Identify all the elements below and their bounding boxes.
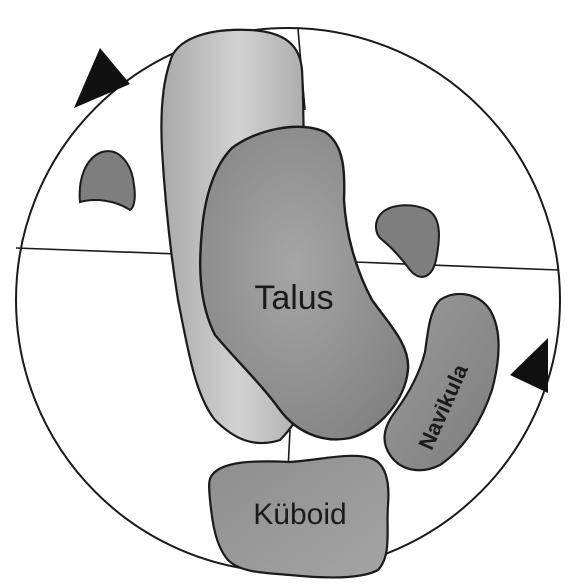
rotation-arrow-icon-right (510, 338, 548, 393)
talus-label: Talus (254, 279, 333, 317)
right-fragment (376, 205, 439, 277)
kuboid-label: Küboid (253, 498, 346, 531)
upper-left-fragment (80, 151, 135, 210)
rotation-arrow-icon-top-left (74, 48, 130, 108)
horizontal-axis-right (355, 262, 558, 270)
